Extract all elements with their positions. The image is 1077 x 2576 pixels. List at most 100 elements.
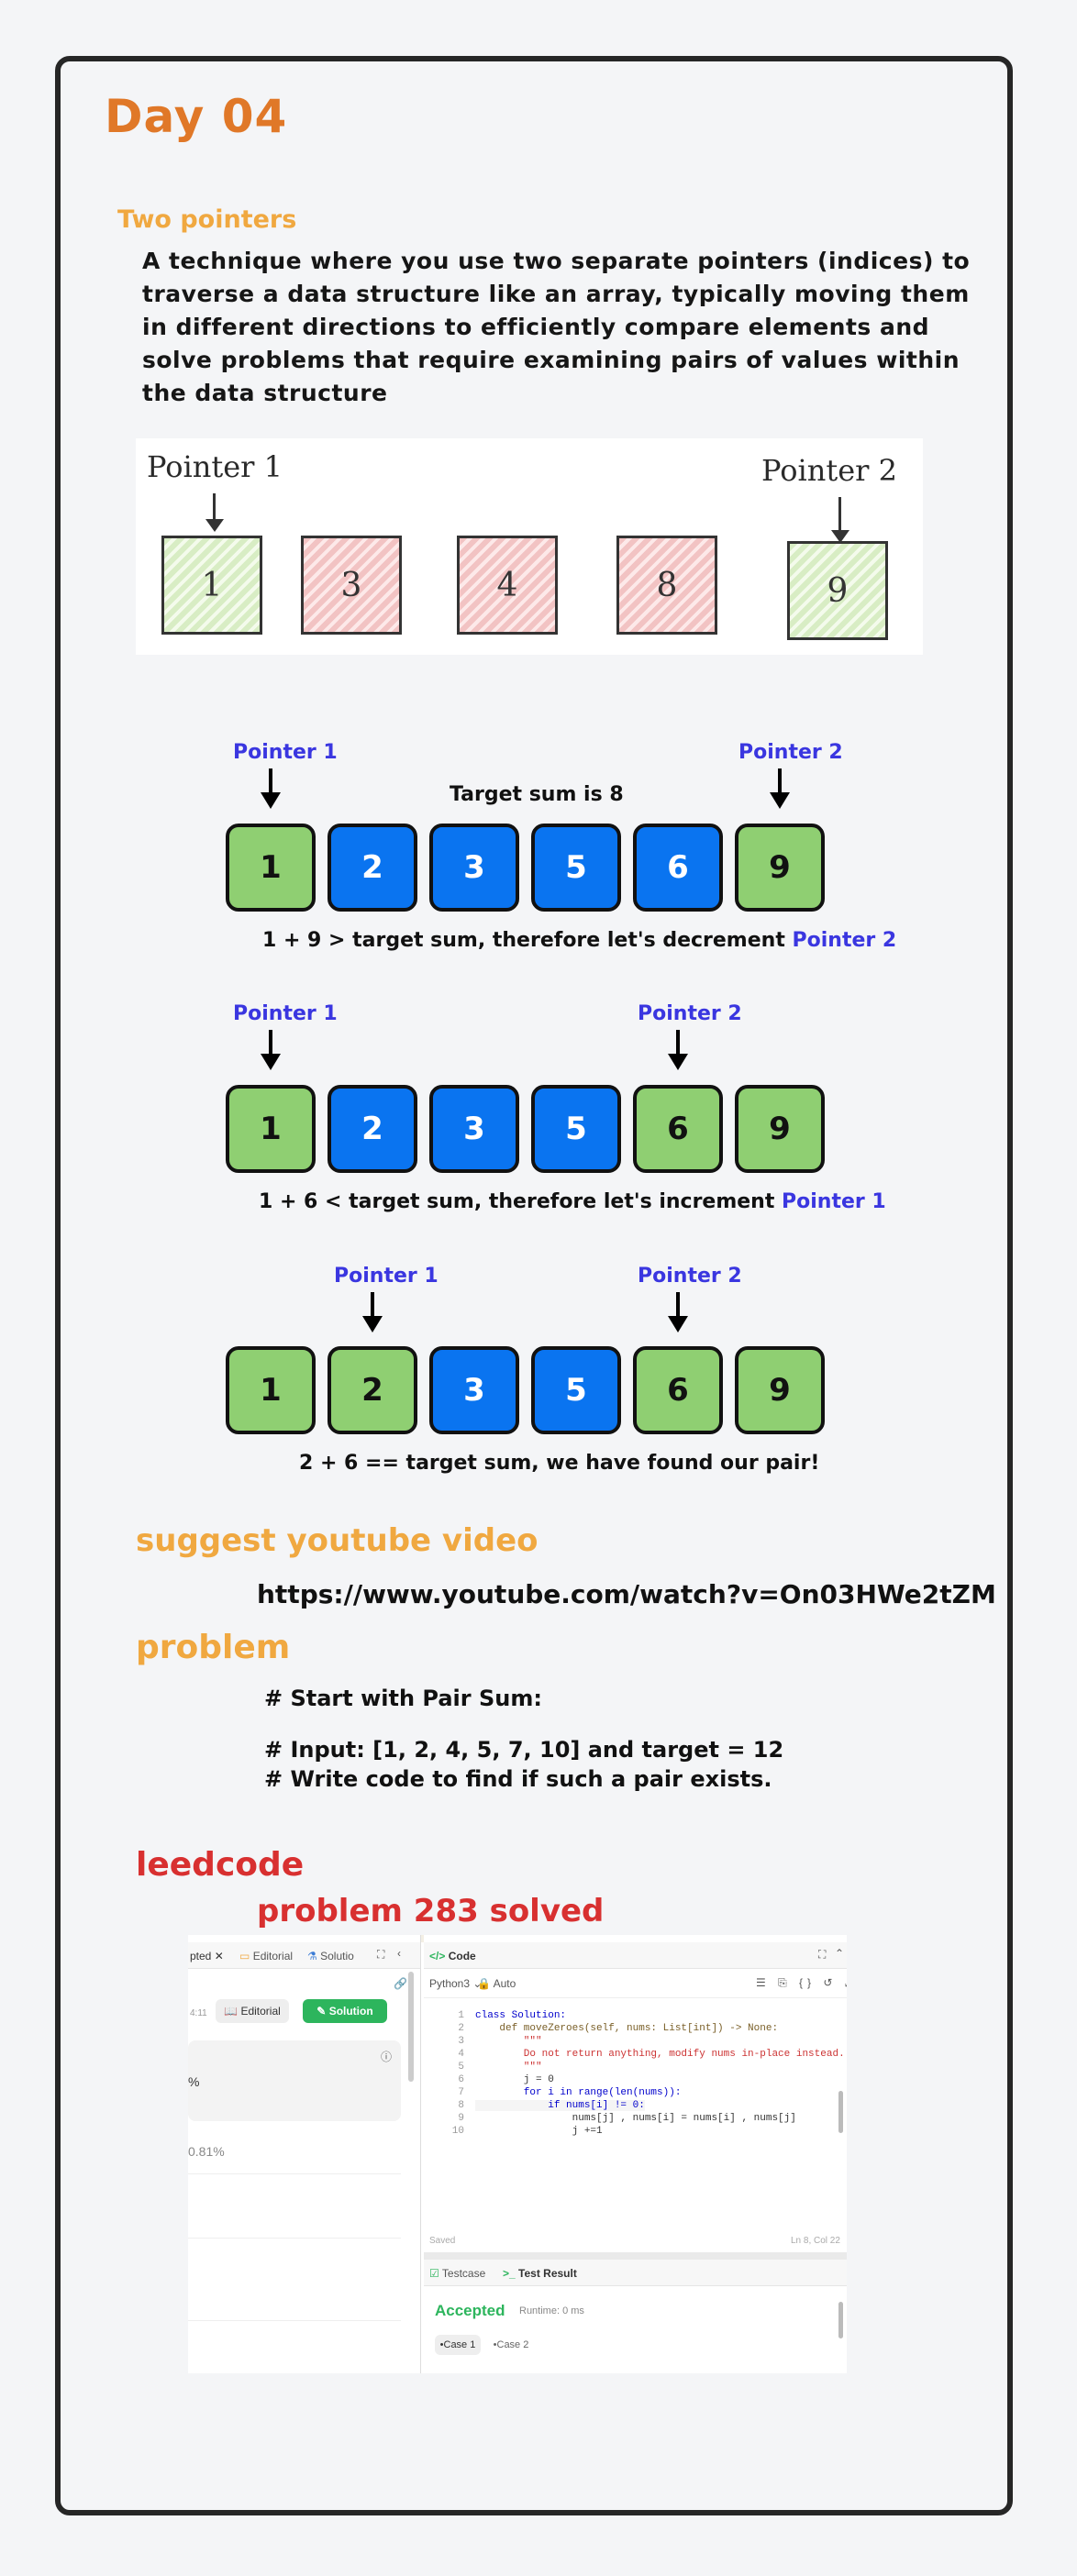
code-line[interactable]: if nums[i] != 0: <box>475 2100 645 2111</box>
saved-status: Saved <box>429 2236 456 2246</box>
code-line[interactable]: class Solution: <box>475 2010 567 2021</box>
problem-solved-label: problem 283 solved <box>257 1893 605 1929</box>
divider <box>188 2238 401 2239</box>
accepted-status: Accepted <box>435 2302 505 2319</box>
code-tab[interactable]: </> Code <box>429 1950 476 1962</box>
solution-button[interactable]: ✎ Solution <box>303 1999 387 2023</box>
info-icon[interactable]: ⓘ <box>381 2051 393 2063</box>
left-scrollbar[interactable] <box>408 1972 414 2082</box>
two-pointers-description: A technique where you use two separate p… <box>142 248 971 406</box>
tab-editorial[interactable]: ▭ Editorial <box>239 1950 294 1962</box>
two-pointers-sketch: Pointer 1 Pointer 2 1 3 4 8 9 <box>136 438 923 655</box>
code-line[interactable]: Do not return anything, modify nums in-p… <box>475 2049 845 2060</box>
sketch-box: 4 <box>457 536 558 635</box>
flask-icon: ⚗ <box>307 1950 317 1962</box>
code-line[interactable]: """ <box>475 2036 542 2047</box>
step2-caption: 1 + 6 < target sum, therefore let's incr… <box>259 1190 886 1213</box>
step1-caption: 1 + 9 > target sum, therefore let's decr… <box>262 929 897 952</box>
edit-icon: ✎ <box>316 2005 329 2018</box>
problem-line-3: # Write code to find if such a pair exis… <box>264 1766 772 1792</box>
memory-percent: 0.81% <box>188 2144 225 2159</box>
array-cell: 2 <box>328 1346 417 1434</box>
step3-caption: 2 + 6 == target sum, we have found our p… <box>299 1452 820 1475</box>
array-cell: 5 <box>531 1346 621 1434</box>
step3-pointer1-label: Pointer 1 <box>334 1265 439 1288</box>
sketch-arrowhead-2 <box>831 530 849 543</box>
expand-icon[interactable]: ⛶ <box>377 1948 385 1961</box>
test-result-tab[interactable]: >_ Test Result <box>503 2267 577 2280</box>
code-line[interactable]: def moveZeroes(self, nums: List[int]) ->… <box>475 2023 779 2034</box>
runtime-label: Runtime: 0 ms <box>519 2305 584 2316</box>
code-line[interactable]: nums[j] , nums[i] = nums[i] , nums[j] <box>475 2113 796 2124</box>
line-number: 5 <box>458 2062 464 2073</box>
array-cell: 6 <box>633 824 723 912</box>
array-cell: 2 <box>328 824 417 912</box>
code-line[interactable]: for i in range(len(nums)): <box>475 2087 682 2098</box>
tab-solutions[interactable]: ⚗ Solutio <box>307 1950 354 1962</box>
day-title: Day 04 <box>105 90 288 143</box>
editorial-icon: ▭ <box>239 1950 250 1962</box>
sketch-box: 3 <box>301 536 402 635</box>
code-line[interactable]: j +=1 <box>475 2126 603 2137</box>
sketch-pointer1-label: Pointer 1 <box>147 449 283 484</box>
target-sum-label: Target sum is 8 <box>450 783 624 806</box>
line-number: 2 <box>458 2023 464 2034</box>
step3-arrow-2 <box>668 1292 688 1332</box>
array-cell: 9 <box>735 824 825 912</box>
leetcode-screenshot: pted ✕ ▭ Editorial ⚗ Solutio ⛶ ‹ 🔗 4:11 … <box>188 1935 847 2373</box>
array-cell: 1 <box>226 1085 316 1173</box>
step2-arrow-2 <box>668 1030 688 1070</box>
link-icon[interactable]: 🔗 <box>394 1977 407 1990</box>
problem-line-1: # Start with Pair Sum: <box>264 1686 542 1711</box>
sketch-box: 1 <box>161 536 262 635</box>
array-cell: 9 <box>735 1346 825 1434</box>
step2-pointer1-label: Pointer 1 <box>233 1002 338 1025</box>
array-cell: 3 <box>429 824 519 912</box>
youtube-link[interactable]: https://www.youtube.com/watch?v=On03HWe2… <box>257 1579 996 1609</box>
language-select[interactable]: Python3 ⌄ <box>429 1977 483 1990</box>
left-panel: pted ✕ ▭ Editorial ⚗ Solutio ⛶ ‹ 🔗 4:11 … <box>188 1935 421 2373</box>
chevron-up-icon[interactable]: ⌃ <box>835 1947 845 1960</box>
sketch-arrow-2 <box>838 497 841 536</box>
editorial-button[interactable]: 📖 Editorial <box>216 1999 289 2023</box>
array-cell: 2 <box>328 1085 417 1173</box>
code-line[interactable]: """ <box>475 2062 542 2073</box>
step2-pointer2-label: Pointer 2 <box>638 1002 742 1025</box>
tab-accepted[interactable]: pted ✕ <box>190 1950 224 1962</box>
two-pointers-heading: Two pointers <box>117 205 297 234</box>
sketch-box: 8 <box>616 536 717 635</box>
problem-heading: problem <box>136 1629 291 1666</box>
result-scrollbar[interactable] <box>838 2302 843 2338</box>
array-cell: 6 <box>633 1085 723 1173</box>
line-number: 3 <box>458 2036 464 2047</box>
runtime-percent: % <box>188 2074 200 2089</box>
collapse-icon[interactable]: ‹ <box>397 1947 401 1960</box>
two-pointer-steps-diagram: Pointer 1 Pointer 2 Target sum is 8 1 2 … <box>211 724 896 1504</box>
array-cell: 9 <box>735 1085 825 1173</box>
leetcode-heading: leedcode <box>136 1846 305 1884</box>
line-number: 10 <box>451 2126 464 2137</box>
divider <box>188 2173 401 2174</box>
submission-time: 4:11 <box>190 2008 207 2018</box>
line-number: 4 <box>458 2049 464 2060</box>
code-tab-bar <box>424 1942 847 1969</box>
panel-splitter[interactable] <box>424 2252 847 2260</box>
code-line[interactable]: j = 0 <box>475 2074 554 2085</box>
result-tab-bar <box>424 2260 847 2286</box>
code-scrollbar[interactable] <box>838 2091 843 2133</box>
divider <box>188 2320 401 2321</box>
fullscreen-icon[interactable]: ⛶ <box>818 1948 827 1961</box>
left-tab-bar <box>188 1942 420 1969</box>
testcase-tab[interactable]: ☑ Testcase <box>429 2267 486 2280</box>
auto-toggle[interactable]: 🔒 Auto <box>477 1977 516 1990</box>
editor-toolbar-icons[interactable]: ☰ ⎘ {} ↺ ⤢ <box>756 1976 847 1989</box>
right-panel: </> Code ⛶ ⌃ Python3 ⌄ 🔒 Auto ☰ ⎘ {} ↺ ⤢… <box>424 1935 847 2373</box>
array-cell: 1 <box>226 824 316 912</box>
case-1-tab[interactable]: • Case 1 <box>435 2335 481 2355</box>
code-icon: </> <box>429 1950 446 1962</box>
cursor-position: Ln 8, Col 22 <box>791 2236 840 2246</box>
line-number: 1 <box>458 2010 464 2021</box>
sketch-arrowhead-1 <box>205 519 224 532</box>
case-2-tab[interactable]: • Case 2 <box>493 2339 529 2350</box>
array-cell: 3 <box>429 1346 519 1434</box>
